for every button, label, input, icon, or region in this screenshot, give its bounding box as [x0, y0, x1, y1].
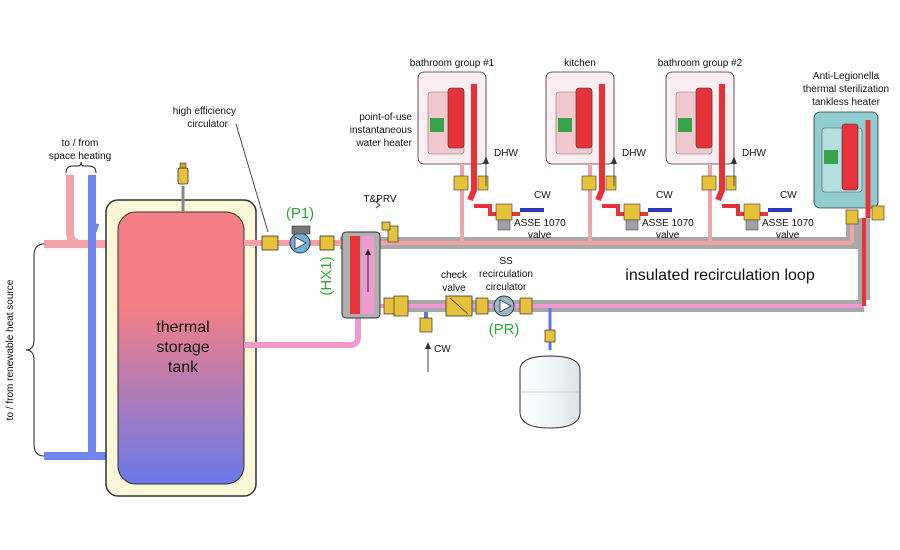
anti-legionella-heater	[813, 111, 885, 225]
thermal-storage-tank	[105, 199, 257, 497]
renewable-label: to / from renewable heat source	[5, 279, 16, 420]
tprv-label: T&PRV	[363, 194, 396, 205]
cw-label-2: CW	[656, 190, 673, 201]
cold-water-feed	[419, 312, 433, 372]
cw-feed-label: CW	[434, 344, 451, 355]
cw-label-1: CW	[534, 190, 551, 201]
hx1-label: (HX1)	[318, 256, 335, 295]
asse-label-2a: ASSE 1070	[642, 218, 694, 229]
check-valve-label-2: valve	[442, 283, 466, 294]
circulator-label-1: high efficiency	[173, 106, 236, 117]
check-valve-icon	[445, 295, 473, 317]
space-heating-label-2: space heating	[49, 151, 111, 162]
kitchen-label: kitchen	[564, 58, 596, 69]
tank-label-2: storage	[156, 339, 209, 356]
anti-legionella-label-3: tankless heater	[812, 97, 880, 108]
space-heating-label-1: to / from	[62, 138, 99, 149]
asse-label-2b: valve	[656, 230, 680, 241]
tank-label-3: tank	[168, 359, 199, 376]
pou-label-3: water heater	[355, 138, 412, 149]
tank-label-1: thermal	[156, 319, 209, 336]
p1-label: (P1)	[286, 205, 314, 222]
asse-label-1b: valve	[528, 230, 552, 241]
expansion-tank-icon	[519, 308, 581, 429]
circulator-p1-icon	[261, 225, 335, 254]
ss-circ-label-3: circulator	[486, 282, 527, 293]
diagram-labels: to / from space heating to / from renewa…	[5, 58, 889, 420]
dhw-label-3: DHW	[742, 148, 766, 159]
fixture-unit-bath1	[417, 71, 544, 243]
dhw-label-2: DHW	[622, 148, 646, 159]
ss-circ-label-2: recirculation	[479, 269, 533, 280]
fixture-unit-bath2	[665, 71, 792, 243]
ss-circ-label-1: SS	[499, 256, 513, 267]
bath2-label: bathroom group #2	[658, 58, 743, 69]
renewable-bracket	[25, 243, 45, 457]
pou-label-1: point-of-use	[359, 112, 412, 123]
anti-legionella-label-2: thermal sterilization	[803, 84, 889, 95]
heat-exchanger-hx1-icon	[341, 231, 381, 319]
recirculation-loop-label: insulated recirculation loop	[625, 267, 815, 284]
cw-label-3: CW	[780, 190, 797, 201]
asse-label-1a: ASSE 1070	[514, 218, 566, 229]
circulator-label-2: circulator	[187, 119, 228, 130]
pr-label: (PR)	[489, 321, 520, 338]
tprv-valve-icon	[375, 198, 399, 243]
air-vent-icon	[177, 162, 189, 212]
recirculation-circulator-pr-icon	[475, 295, 533, 317]
asse-label-3b: valve	[776, 230, 800, 241]
pou-label-2: instantaneous	[350, 125, 412, 136]
anti-legionella-label-1: Anti-Legionella	[813, 71, 880, 82]
fixture-unit-kitchen	[545, 71, 672, 243]
circulator-leader	[235, 123, 269, 233]
asse-label-3a: ASSE 1070	[762, 218, 814, 229]
space-heating-bracket	[65, 161, 97, 174]
check-valve-label-1: check	[441, 270, 468, 281]
space-heating-piping	[44, 175, 120, 460]
hx-return-fittings	[383, 295, 409, 317]
dhw-label-1: DHW	[494, 148, 518, 159]
bath1-label: bathroom group #1	[410, 58, 495, 69]
